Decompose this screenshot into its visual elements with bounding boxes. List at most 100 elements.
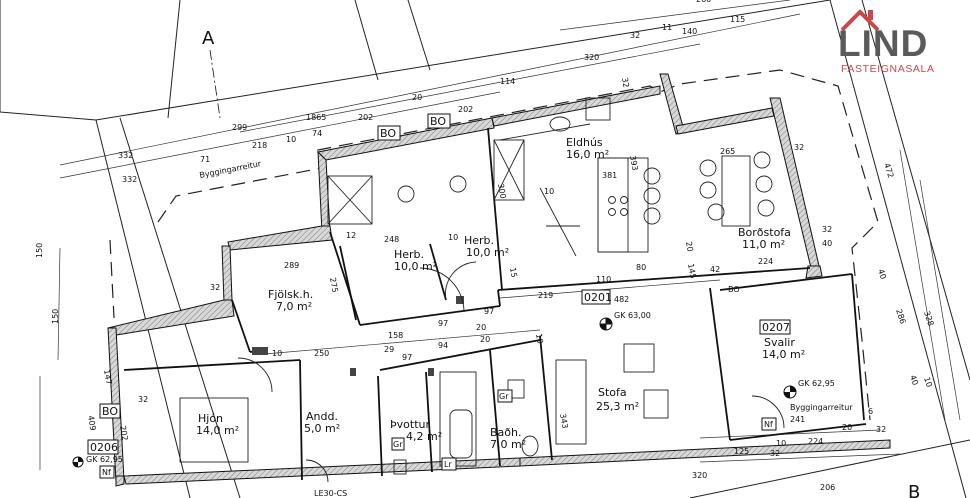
dimension-label: 286 <box>894 308 907 325</box>
dimension-label: 71 <box>200 155 210 164</box>
dimension-label: 42 <box>710 265 720 274</box>
unit-0207-label: 0207 <box>762 321 790 334</box>
room-name-eldhus: Eldhús <box>566 136 603 149</box>
dimension-label: 6 <box>868 407 873 416</box>
dimension-label: 150 <box>35 243 44 258</box>
dimension-label: 40 <box>822 239 832 248</box>
room-name-fjolsk: Fjölsk.h. <box>268 288 313 301</box>
gk-0206-label: GK 62,95 <box>86 455 123 464</box>
dimension-label: 10 <box>534 333 545 345</box>
dimension-label: 97 <box>438 319 448 328</box>
dimension-label: 74 <box>312 129 322 138</box>
dimension-lines <box>39 0 961 470</box>
dimension-label: 32 <box>876 425 886 434</box>
dimension-label: 202 <box>458 105 473 114</box>
dimension-label: 265 <box>720 147 735 156</box>
dimension-label: 381 <box>602 171 617 180</box>
room-name-svalir: Svalir <box>764 336 795 349</box>
gk-markers <box>72 317 797 468</box>
dimension-label: 10 <box>922 376 934 388</box>
room-area-herb-1: 10,0 m² <box>394 260 437 273</box>
dimension-label: 20 <box>480 335 490 344</box>
wall-type-label: LE30-CS <box>314 489 347 498</box>
dimension-label: 158 <box>388 331 403 340</box>
tag-labels: BO BO BO BO 0201 482 0207 0206 GK 63,00 … <box>86 115 853 498</box>
dimension-label: 20 <box>684 241 695 253</box>
tag-lr: Lr <box>444 460 452 469</box>
dimension-label: 250 <box>314 349 329 358</box>
dimension-label: 20 <box>476 323 486 332</box>
dimension-label: 409 <box>86 415 98 432</box>
section-marker-b: B <box>908 482 920 498</box>
dimension-label: 320 <box>584 53 599 62</box>
dimension-label: 472 <box>882 162 895 179</box>
unit-0201-area: 482 <box>614 295 629 304</box>
dimension-label: 393 <box>628 155 640 172</box>
dimension-label: 332 <box>118 151 133 160</box>
dimension-label: 206 <box>820 483 835 492</box>
room-area-fjolsk: 7,0 m² <box>276 300 312 313</box>
dimension-label: 125 <box>734 447 749 456</box>
dimension-label: 300 <box>496 183 508 200</box>
exterior-walls <box>107 73 891 487</box>
room-area-thvottur: 4,2 m² <box>406 430 442 443</box>
tag-gr-1: Gr <box>393 440 403 449</box>
room-area-svalir: 14,0 m² <box>762 348 805 361</box>
dimension-label: 20 <box>412 93 422 102</box>
room-area-hjon: 14,0 m² <box>196 424 239 437</box>
section-marker-a: A <box>202 28 215 49</box>
unit-0206-label: 0206 <box>90 441 118 454</box>
dimension-label: 29 <box>384 345 394 354</box>
dimension-labels: 260 32 11 140 115 320 32 1865 20 114 299… <box>35 0 935 492</box>
dimension-label: 11 <box>662 23 672 32</box>
brand-name: LIND <box>838 23 929 64</box>
dimension-label: 328 <box>922 310 935 327</box>
dimension-label: 343 <box>558 413 570 430</box>
tag-nf-1: Nf <box>764 420 773 429</box>
dimension-label: 80 <box>636 263 646 272</box>
tag-bo-2: BO <box>430 115 446 128</box>
dimension-label: 202 <box>358 113 373 122</box>
dimension-label: 140 <box>682 27 697 36</box>
room-area-bordstofa: 11,0 m² <box>742 238 785 251</box>
dimension-label: 218 <box>252 141 267 150</box>
room-area-stofa: 25,3 m² <box>596 400 639 413</box>
room-name-stofa: Stofa <box>598 386 627 399</box>
room-name-andd: Andd. <box>306 410 338 423</box>
dimension-label: 289 <box>284 261 299 270</box>
dimension-label: 10 <box>776 439 786 448</box>
dimension-label: 320 <box>692 471 707 480</box>
dimension-label: 10 <box>544 187 554 196</box>
kitchen-fixtures <box>499 97 661 257</box>
dimension-label: 32 <box>210 283 220 292</box>
dimension-label: 12 <box>346 231 356 240</box>
tag-nf-2: Nf <box>102 468 111 477</box>
dimension-label: 97 <box>484 307 494 316</box>
dimension-label: 202 <box>118 425 130 442</box>
tag-gr-2: Gr <box>499 392 509 401</box>
room-fixtures <box>179 139 785 483</box>
dimension-label: 115 <box>730 15 745 24</box>
dimension-label: 32 <box>822 225 832 234</box>
unit-0201-label: 0201 <box>584 291 612 304</box>
dimension-label: 248 <box>384 235 399 244</box>
tag-bo-4: BO <box>102 405 118 418</box>
room-name-herb-2: Herb. <box>464 234 494 247</box>
label-boxes <box>87 113 791 479</box>
room-area-herb-2: 10,0 m² <box>466 246 509 259</box>
dimension-label: 32 <box>630 31 640 40</box>
room-name-bordstofa: Borðstofa <box>738 226 791 239</box>
dimension-label: 40 <box>908 374 920 386</box>
dimension-label: 32 <box>794 143 804 152</box>
dimension-label: 299 <box>232 123 247 132</box>
dimension-label: 145 <box>686 263 698 280</box>
dimension-label: 219 <box>538 291 553 300</box>
dimension-label: 147 <box>102 369 114 386</box>
room-name-hjon: Hjón <box>198 412 223 425</box>
dimension-label: 20 <box>842 423 852 432</box>
dimension-label: 260 <box>696 0 711 4</box>
dimension-label: 94 <box>438 341 448 350</box>
dimension-label: 10 <box>272 349 282 358</box>
